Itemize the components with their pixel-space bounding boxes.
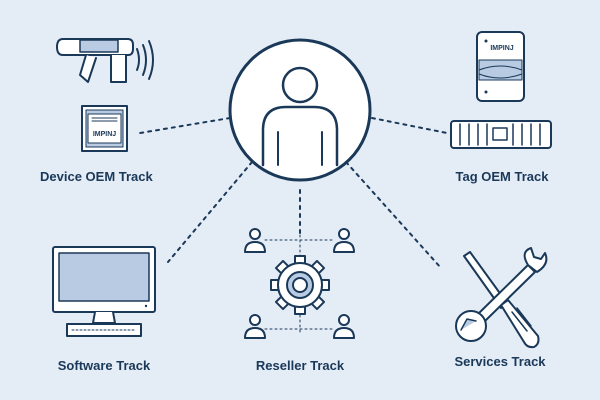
connector-services [345,161,442,269]
people-network-icon [244,228,355,339]
screwdriver-icon [463,251,540,349]
rfid-handheld-reader-icon [56,38,154,83]
wrench-screwdriver-icon [455,247,548,349]
center-person-icon [228,38,372,182]
label-services-track: Services Track [454,354,546,369]
label-tag-oem-track: Tag OEM Track [455,169,549,184]
rfid-chip-icon: IMPINJ [81,105,128,152]
wrench-icon [455,247,548,342]
label-device-oem-track: Device OEM Track [40,169,153,184]
person-small-icon [244,228,266,253]
connector-software [167,161,253,263]
connector-tag-oem [371,117,448,134]
label-software-track: Software Track [57,358,151,373]
card-brand-text: IMPINJ [490,45,513,52]
person-small-icon [333,228,355,253]
gear-icon [270,255,330,315]
person-small-icon [333,314,355,339]
label-reseller-track: Reseller Track [255,358,345,373]
connector-lines [139,117,448,269]
chip-brand-text: IMPINJ [93,131,116,138]
person-small-icon [244,314,266,339]
rfid-tag-inlay-icon [450,120,552,149]
rfid-tag-card-icon: IMPINJ [476,31,525,102]
connector-device-oem [139,117,231,134]
desktop-computer-icon [52,246,156,337]
